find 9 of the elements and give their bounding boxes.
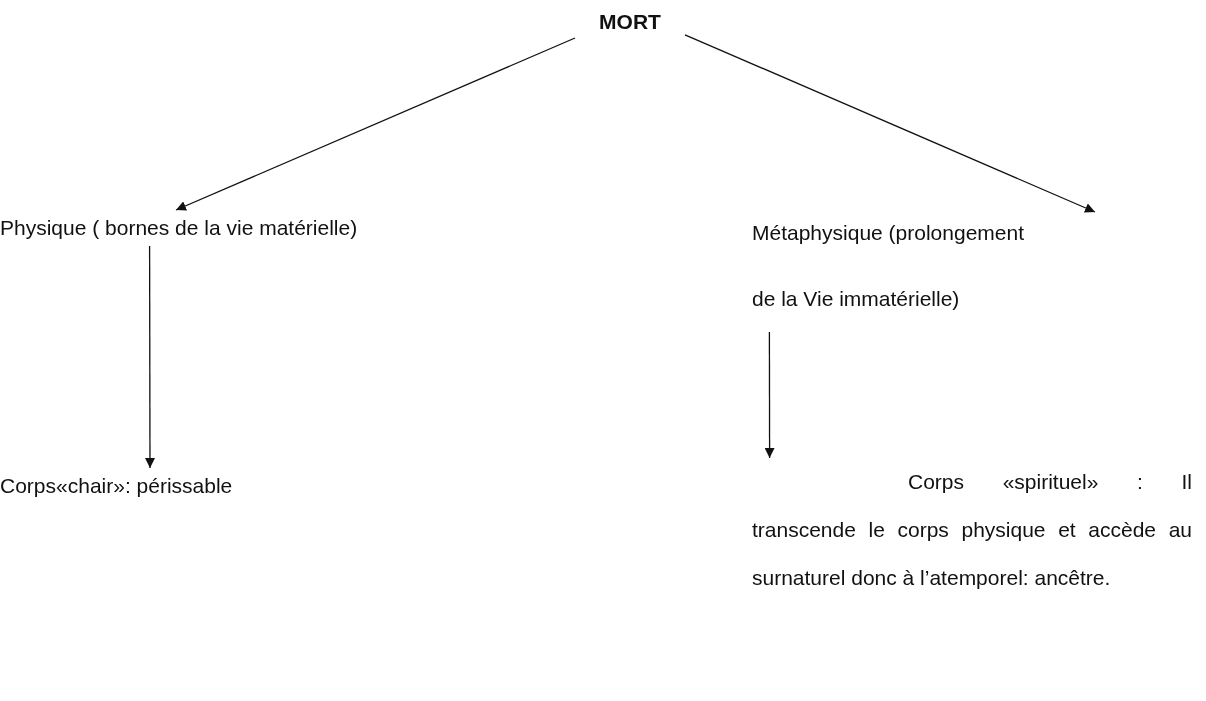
- title-text: MORT: [598, 9, 662, 35]
- node-text: Corps«chair»: périssable: [0, 473, 234, 499]
- node-text: Métaphysique (prolongement de la Vie immatérielle): [752, 220, 1025, 312]
- node-text: Physique ( bornes de la vie matérielle): [0, 215, 359, 241]
- arrow: [764, 331, 775, 459]
- arrow: [175, 37, 576, 211]
- node-text: Corps «spirituel» : Il transcende le corps physique et accède au surnaturel donc à l’atemporel: ancêtre.: [752, 469, 1192, 591]
- arrow: [145, 245, 155, 469]
- arrow: [684, 34, 1096, 213]
